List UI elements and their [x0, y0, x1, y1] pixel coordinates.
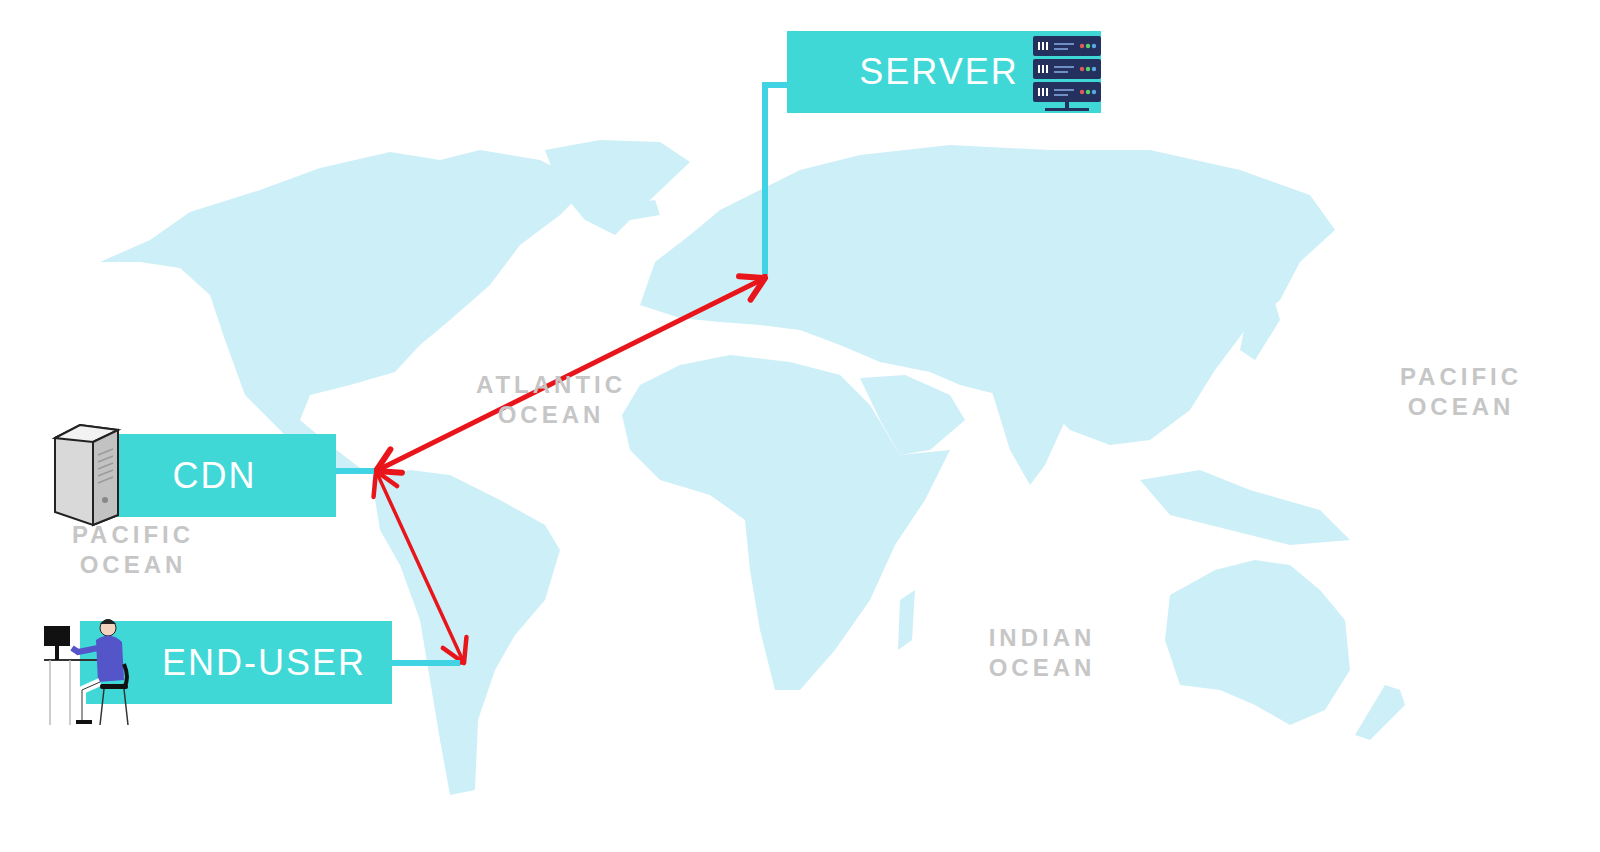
arrow-head — [443, 637, 467, 663]
cdn-leader — [330, 468, 374, 474]
data-flow-arrow — [336, 85, 787, 473]
uk — [676, 235, 705, 285]
process-box: END-USER — [80, 621, 392, 704]
end-user-leader — [386, 660, 460, 666]
computer-tower-icon — [55, 425, 118, 525]
africa — [622, 355, 950, 690]
ocean-label: INDIAN OCEAN — [989, 623, 1096, 683]
box-label: CDN — [173, 455, 257, 497]
greenland — [545, 140, 690, 235]
box-label: END-USER — [162, 642, 366, 684]
server-leader — [765, 85, 810, 274]
process-box: CDN — [117, 434, 336, 517]
se-asia-islands — [1140, 470, 1350, 545]
server-rack-icon — [1033, 36, 1101, 111]
arrow-head — [739, 276, 765, 299]
ocean-label: ATLANTIC OCEAN — [476, 370, 626, 430]
box-label: SERVER — [859, 51, 1018, 93]
madagascar — [898, 590, 915, 650]
japan — [1240, 285, 1280, 360]
ocean-label: PACIFIC OCEAN — [72, 520, 194, 580]
arrow-line — [336, 85, 787, 471]
ocean-label: PACIFIC OCEAN — [1400, 362, 1522, 422]
new-zealand — [1355, 685, 1405, 740]
australia — [1165, 560, 1350, 725]
person-at-desk-icon — [44, 619, 128, 725]
arrow-head — [374, 471, 398, 497]
arrow-head — [376, 449, 402, 472]
india — [990, 385, 1070, 485]
south-america — [372, 470, 560, 795]
iceland — [625, 200, 660, 220]
